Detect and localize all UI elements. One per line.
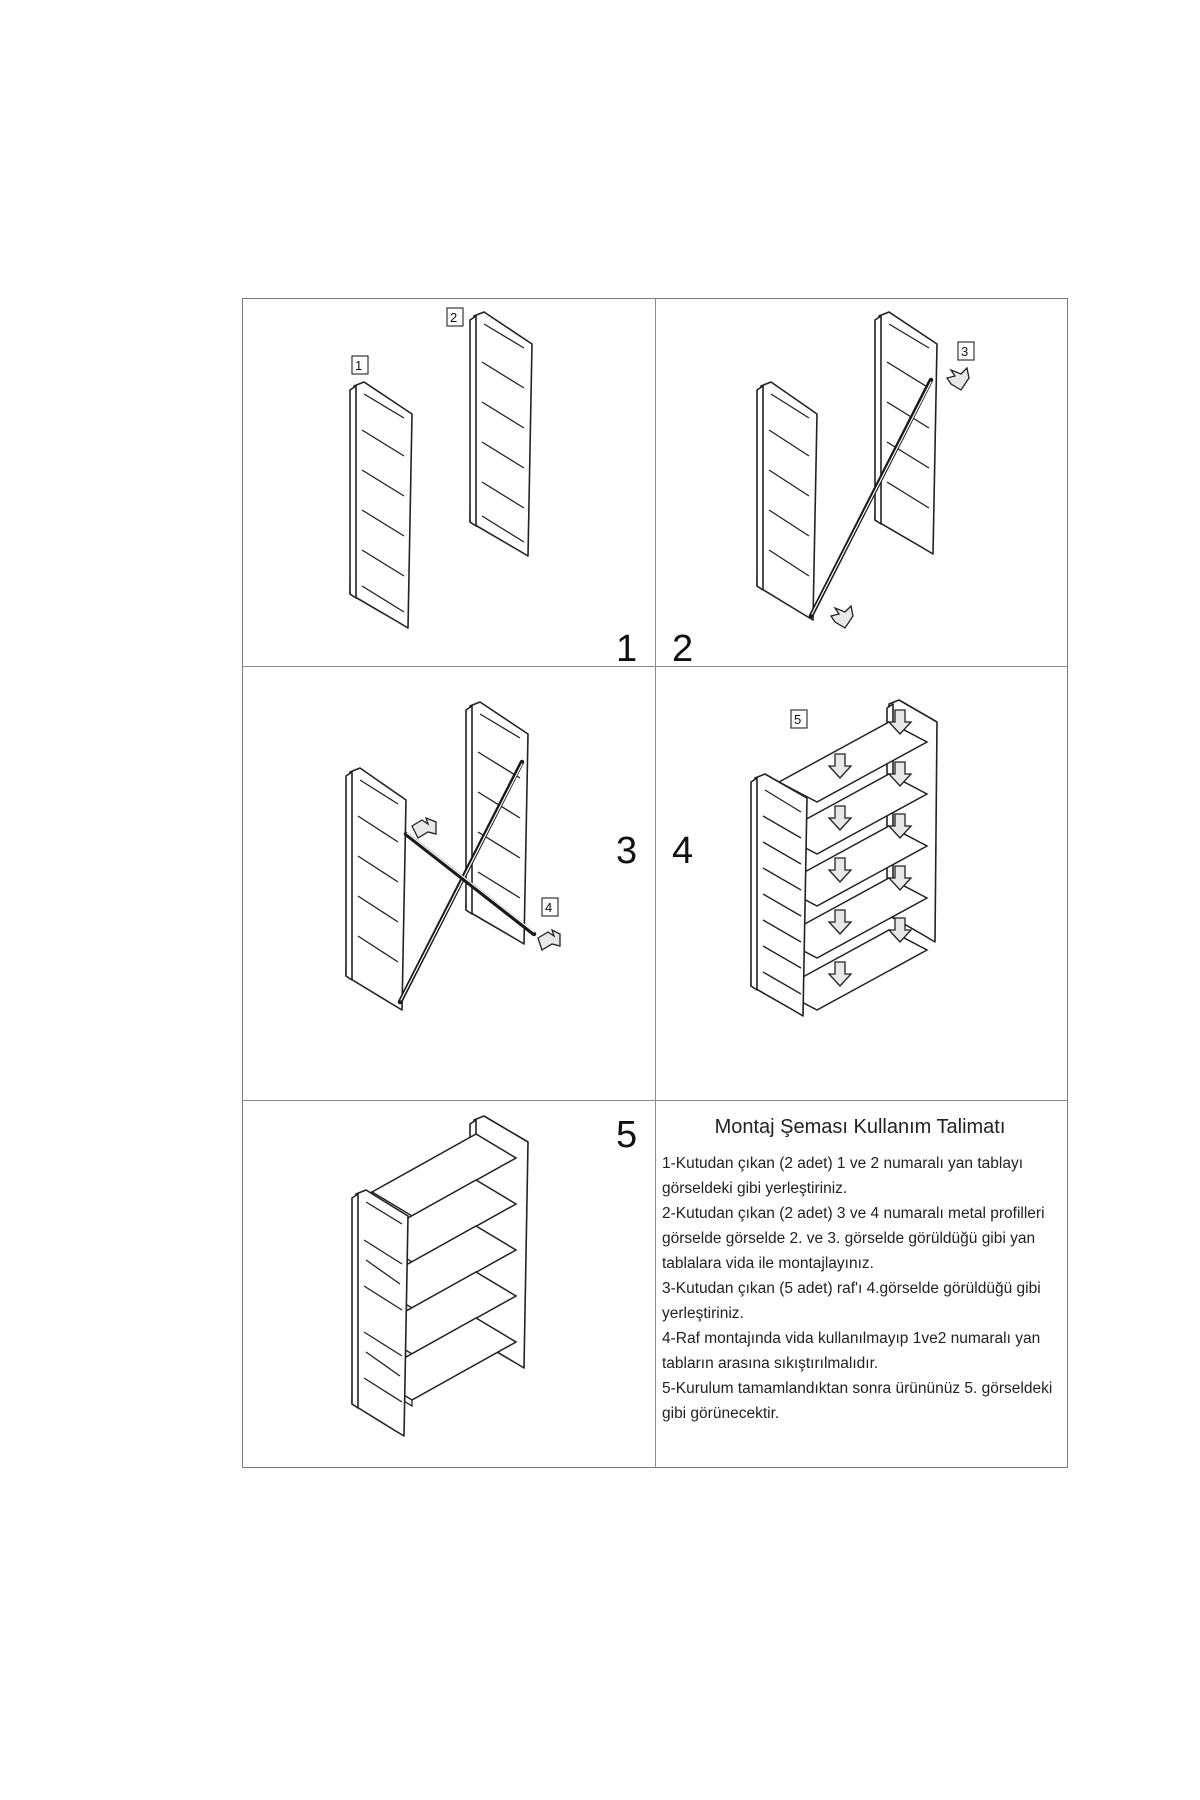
step-5-diagram <box>351 1115 529 1437</box>
step-number-1: 1 <box>616 628 638 670</box>
side-frame-front <box>750 773 808 1017</box>
svg-text:3: 3 <box>961 344 968 359</box>
part-label-2: 2 <box>446 307 464 327</box>
part-label-5: 5 <box>790 709 808 729</box>
grid-divider-row-1 <box>242 666 1068 667</box>
step-number-4: 4 <box>672 830 694 872</box>
screw-arrow-bottom-icon <box>829 604 854 629</box>
side-frame-1 <box>349 381 413 629</box>
svg-text:5: 5 <box>794 712 801 727</box>
instruction-step-1: 1-Kutudan çıkan (2 adet) 1 ve 2 numaralı… <box>662 1155 1024 1197</box>
metal-profile-4 <box>403 831 537 937</box>
metal-profile-3 <box>808 377 934 619</box>
grid-divider-row-2 <box>242 1100 1068 1101</box>
side-frame-2 <box>465 701 529 945</box>
instructions-panel: Montaj Şeması Kullanım Talimatı 1-Kutuda… <box>662 1116 1058 1426</box>
part-label-3: 3 <box>957 341 975 361</box>
instruction-step-4: 4-Raf montajında vida kullanılmayıp 1ve2… <box>662 1330 1041 1372</box>
screw-arrow-right-icon <box>537 928 561 951</box>
step-number-3: 3 <box>616 830 638 872</box>
instruction-step-5: 5-Kurulum tamamlandıktan sonra ürününüz … <box>662 1380 1053 1422</box>
svg-text:4: 4 <box>545 900 552 915</box>
grid-divider-vertical <box>655 298 656 1468</box>
step-number-5: 5 <box>616 1114 638 1156</box>
metal-profile-3 <box>397 759 525 1005</box>
step-2-diagram: 3 <box>756 311 975 629</box>
shelf-stack <box>777 721 929 1011</box>
instruction-step-3: 3-Kutudan çıkan (5 adet) raf'ı 4.görseld… <box>662 1280 1041 1322</box>
insert-arrow-icons <box>827 709 913 987</box>
step-3-diagram: 4 <box>345 701 561 1011</box>
svg-text:2: 2 <box>450 310 457 325</box>
instructions-title: Montaj Şeması Kullanım Talimatı <box>714 1116 1006 1138</box>
instruction-step-2: 2-Kutudan çıkan (2 adet) 3 ve 4 numaralı… <box>662 1205 1045 1272</box>
part-label-4: 4 <box>541 897 559 917</box>
step-1-diagram: 1 2 <box>349 307 533 629</box>
side-frame-front <box>351 1189 409 1437</box>
side-frame-1 <box>345 767 407 1011</box>
screw-arrow-top-icon <box>945 366 970 391</box>
step-number-2: 2 <box>672 628 694 670</box>
side-frame-2 <box>469 311 533 557</box>
part-label-1: 1 <box>351 355 369 375</box>
assembly-sheet: 1 2 1 2 <box>242 298 1068 1468</box>
svg-text:1: 1 <box>355 358 362 373</box>
side-frame-1 <box>756 381 818 621</box>
step-4-diagram: 5 <box>750 699 938 1017</box>
screw-arrow-left-icon <box>411 816 437 839</box>
